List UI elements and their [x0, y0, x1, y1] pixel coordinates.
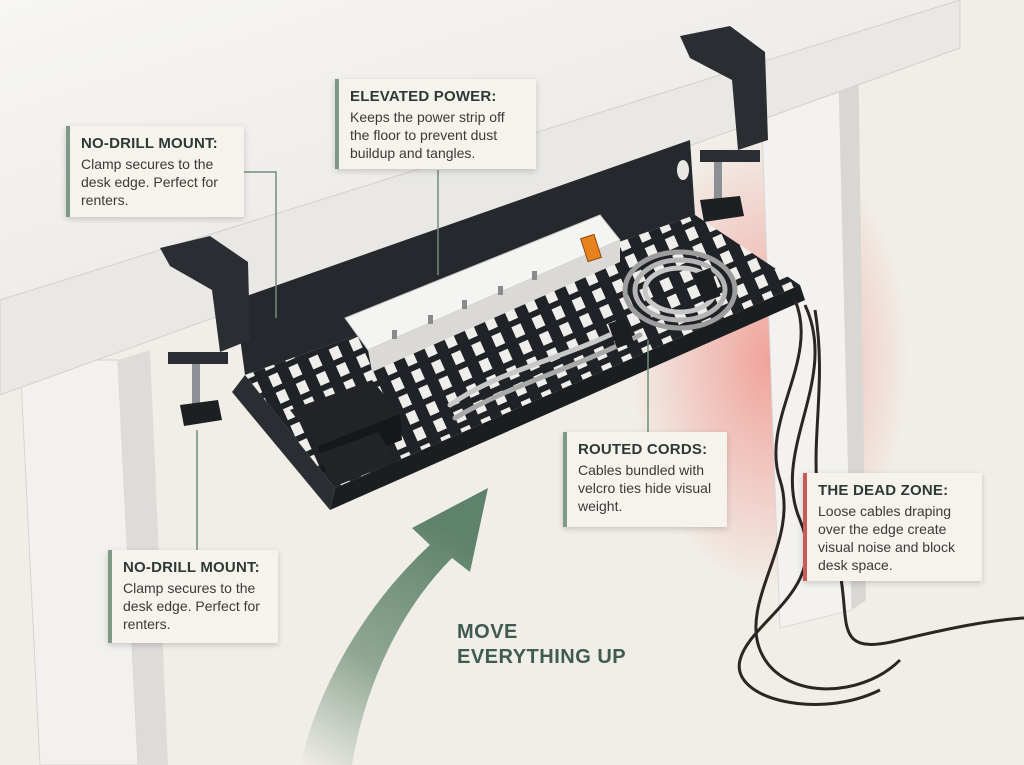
callout-title: NO-DRILL MOUNT: — [123, 559, 260, 576]
callout-body: Clamp secures to the desk edge. Perfect … — [81, 156, 218, 208]
callout-mount-top: NO-DRILL MOUNT: Clamp secures to the des… — [66, 126, 244, 217]
callout-title: THE DEAD ZONE: — [818, 482, 949, 499]
callout-body: Cables bundled with velcro ties hide vis… — [578, 462, 712, 514]
callout-title: ELEVATED POWER: — [350, 88, 497, 105]
move-up-arrow — [300, 488, 488, 765]
desk-clamps — [160, 26, 768, 426]
dangling-cables — [737, 299, 1024, 706]
callout-routed-cords: ROUTED CORDS: Cables bundled with velcro… — [563, 432, 727, 527]
callout-body: Keeps the power strip off the floor to p… — [350, 109, 505, 161]
callout-body: Clamp secures to the desk edge. Perfect … — [123, 580, 260, 632]
headline-line-2: EVERYTHING UP — [457, 646, 627, 668]
move-everything-up-heading: MOVE EVERYTHING UP — [457, 620, 626, 670]
power-adapters — [290, 380, 402, 486]
cable-coils — [447, 249, 738, 421]
callout-title: ROUTED CORDS: — [578, 441, 708, 458]
callout-body: Loose cables draping over the edge creat… — [818, 503, 955, 573]
headline-line-1: MOVE — [457, 621, 518, 643]
leader-lines — [196, 170, 649, 550]
callout-dead-zone: THE DEAD ZONE: Loose cables draping over… — [803, 473, 982, 581]
callout-elevated-power: ELEVATED POWER: Keeps the power strip of… — [335, 79, 536, 169]
power-strip — [344, 214, 621, 372]
callout-title: NO-DRILL MOUNT: — [81, 135, 218, 152]
callout-mount-bottom: NO-DRILL MOUNT: Clamp secures to the des… — [108, 550, 278, 643]
